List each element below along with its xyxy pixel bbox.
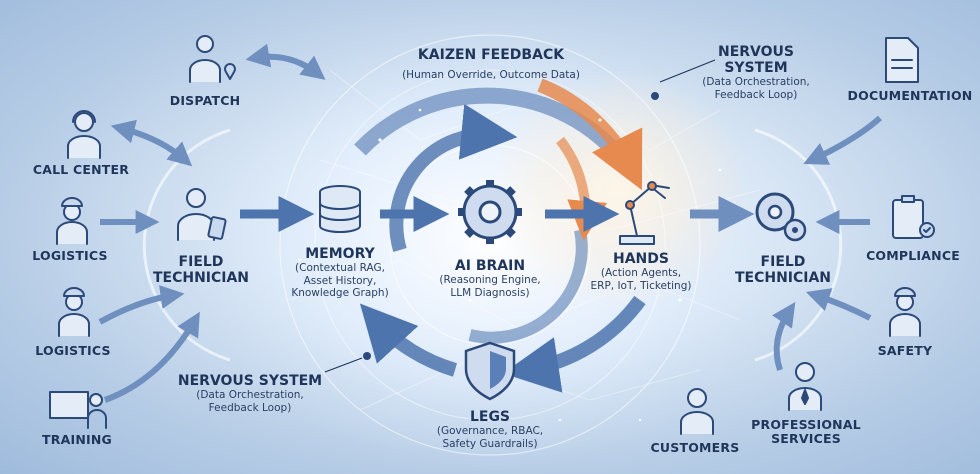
professional-services-link-arrow: [772, 302, 796, 371]
safety-worker-icon: [889, 287, 921, 337]
documentation-link-arrow: [803, 115, 882, 165]
nervous-system-bottom-label: NERVOUS SYSTEM (Data Orchestration, Feed…: [178, 373, 322, 414]
nervous-bottom-dot: [363, 352, 371, 360]
field-technician-left-label: FIELD TECHNICIAN: [152, 254, 250, 287]
hands-title: HANDS: [613, 251, 669, 267]
nervous-system-bottom-sub: (Data Orchestration, Feedback Loop): [196, 389, 304, 414]
logistics-worker-icon-2: [58, 287, 90, 337]
field-technician-right-icon: [755, 192, 807, 242]
kaizen-feedback-label: KAIZEN FEEDBACK (Human Override, Outcome…: [402, 44, 580, 82]
training-icon: [49, 391, 107, 429]
legs-label: LEGS (Governance, RBAC, Safety Guardrail…: [437, 409, 543, 450]
call-center-link-arrow: [110, 119, 193, 167]
customers-label: CUSTOMERS: [650, 440, 740, 455]
safety-label: SAFETY: [877, 343, 933, 358]
nervous-system-bottom-title: NERVOUS SYSTEM: [177, 373, 323, 389]
dispatch-icon: [189, 35, 236, 83]
robot-arm-icon: [619, 181, 670, 245]
middle-ring: [314, 69, 666, 421]
outer-loop-arrow-left: [359, 303, 458, 377]
nervous-top-callout: [659, 59, 716, 83]
customer-icon: [680, 388, 714, 435]
logistics-label-2: LOGISTICS: [35, 343, 111, 358]
field-technician-left-icon: [177, 188, 227, 241]
call-center-icon: [67, 110, 101, 159]
right-ring: [754, 128, 843, 362]
outer-loop-arrow-bottom: [502, 295, 646, 393]
professional-services-label: PROFESSIONAL SERVICES: [751, 417, 861, 447]
gear-icon: [458, 180, 522, 244]
logistics-label-1: LOGISTICS: [32, 248, 108, 263]
training-label: TRAINING: [42, 432, 112, 447]
safety-link-arrow: [805, 288, 872, 321]
ai-brain-sub: (Reasoning Engine, LLM Diagnosis): [439, 274, 541, 299]
hands-label: HANDS (Action Agents, ERP, IoT, Ticketin…: [591, 251, 692, 292]
shield-icon: [464, 341, 516, 401]
documentation-icon: [885, 37, 919, 83]
field-technician-right-label: FIELD TECHNICIAN: [734, 254, 832, 287]
memory-sub: (Contextual RAG, Asset History, Knowledg…: [291, 262, 389, 300]
logistics-link-arrow-2: [98, 285, 185, 325]
inner-loop-arrow-top: [389, 103, 518, 252]
sparkles: [298, 108, 722, 422]
hands-sub: (Action Agents, ERP, IoT, Ticketing): [590, 267, 692, 292]
nervous-system-top-title: NERVOUS SYSTEM: [717, 44, 795, 77]
dispatch-link-arrow: [245, 43, 326, 80]
inner-loop-arrow-bottom: [468, 228, 588, 344]
database-icon: [319, 185, 361, 233]
memory-title: MEMORY: [305, 246, 375, 262]
legs-title: LEGS: [469, 409, 511, 425]
documentation-label: DOCUMENTATION: [847, 88, 973, 103]
kaizen-feedback-title: KAIZEN FEEDBACK: [417, 47, 565, 63]
legs-sub: (Governance, RBAC, Safety Guardrails): [436, 425, 544, 450]
nervous-top-dot: [651, 92, 659, 100]
outer-ring: [279, 34, 701, 456]
logistics-worker-icon-1: [56, 197, 88, 245]
ai-brain-title: AI BRAIN: [454, 258, 526, 274]
kaizen-feedback-sub: (Human Override, Outcome Data): [402, 69, 580, 82]
outer-loop-arrow-orange: [537, 78, 643, 191]
nervous-system-top-label: NERVOUS SYSTEM (Data Orchestration, Feed…: [702, 44, 810, 101]
memory-label: MEMORY (Contextual RAG, Asset History, K…: [291, 246, 388, 300]
ai-brain-label: AI BRAIN (Reasoning Engine, LLM Diagnosi…: [439, 258, 540, 299]
dispatch-label: DISPATCH: [169, 93, 241, 108]
call-center-label: CALL CENTER: [32, 162, 130, 177]
professional-services-icon: [788, 362, 822, 411]
training-link-arrow: [103, 311, 200, 403]
compliance-icon: [892, 195, 935, 239]
compliance-label: COMPLIANCE: [866, 248, 960, 263]
nervous-bottom-callout: [324, 357, 363, 373]
nervous-system-top-sub: (Data Orchestration, Feedback Loop): [702, 76, 810, 101]
